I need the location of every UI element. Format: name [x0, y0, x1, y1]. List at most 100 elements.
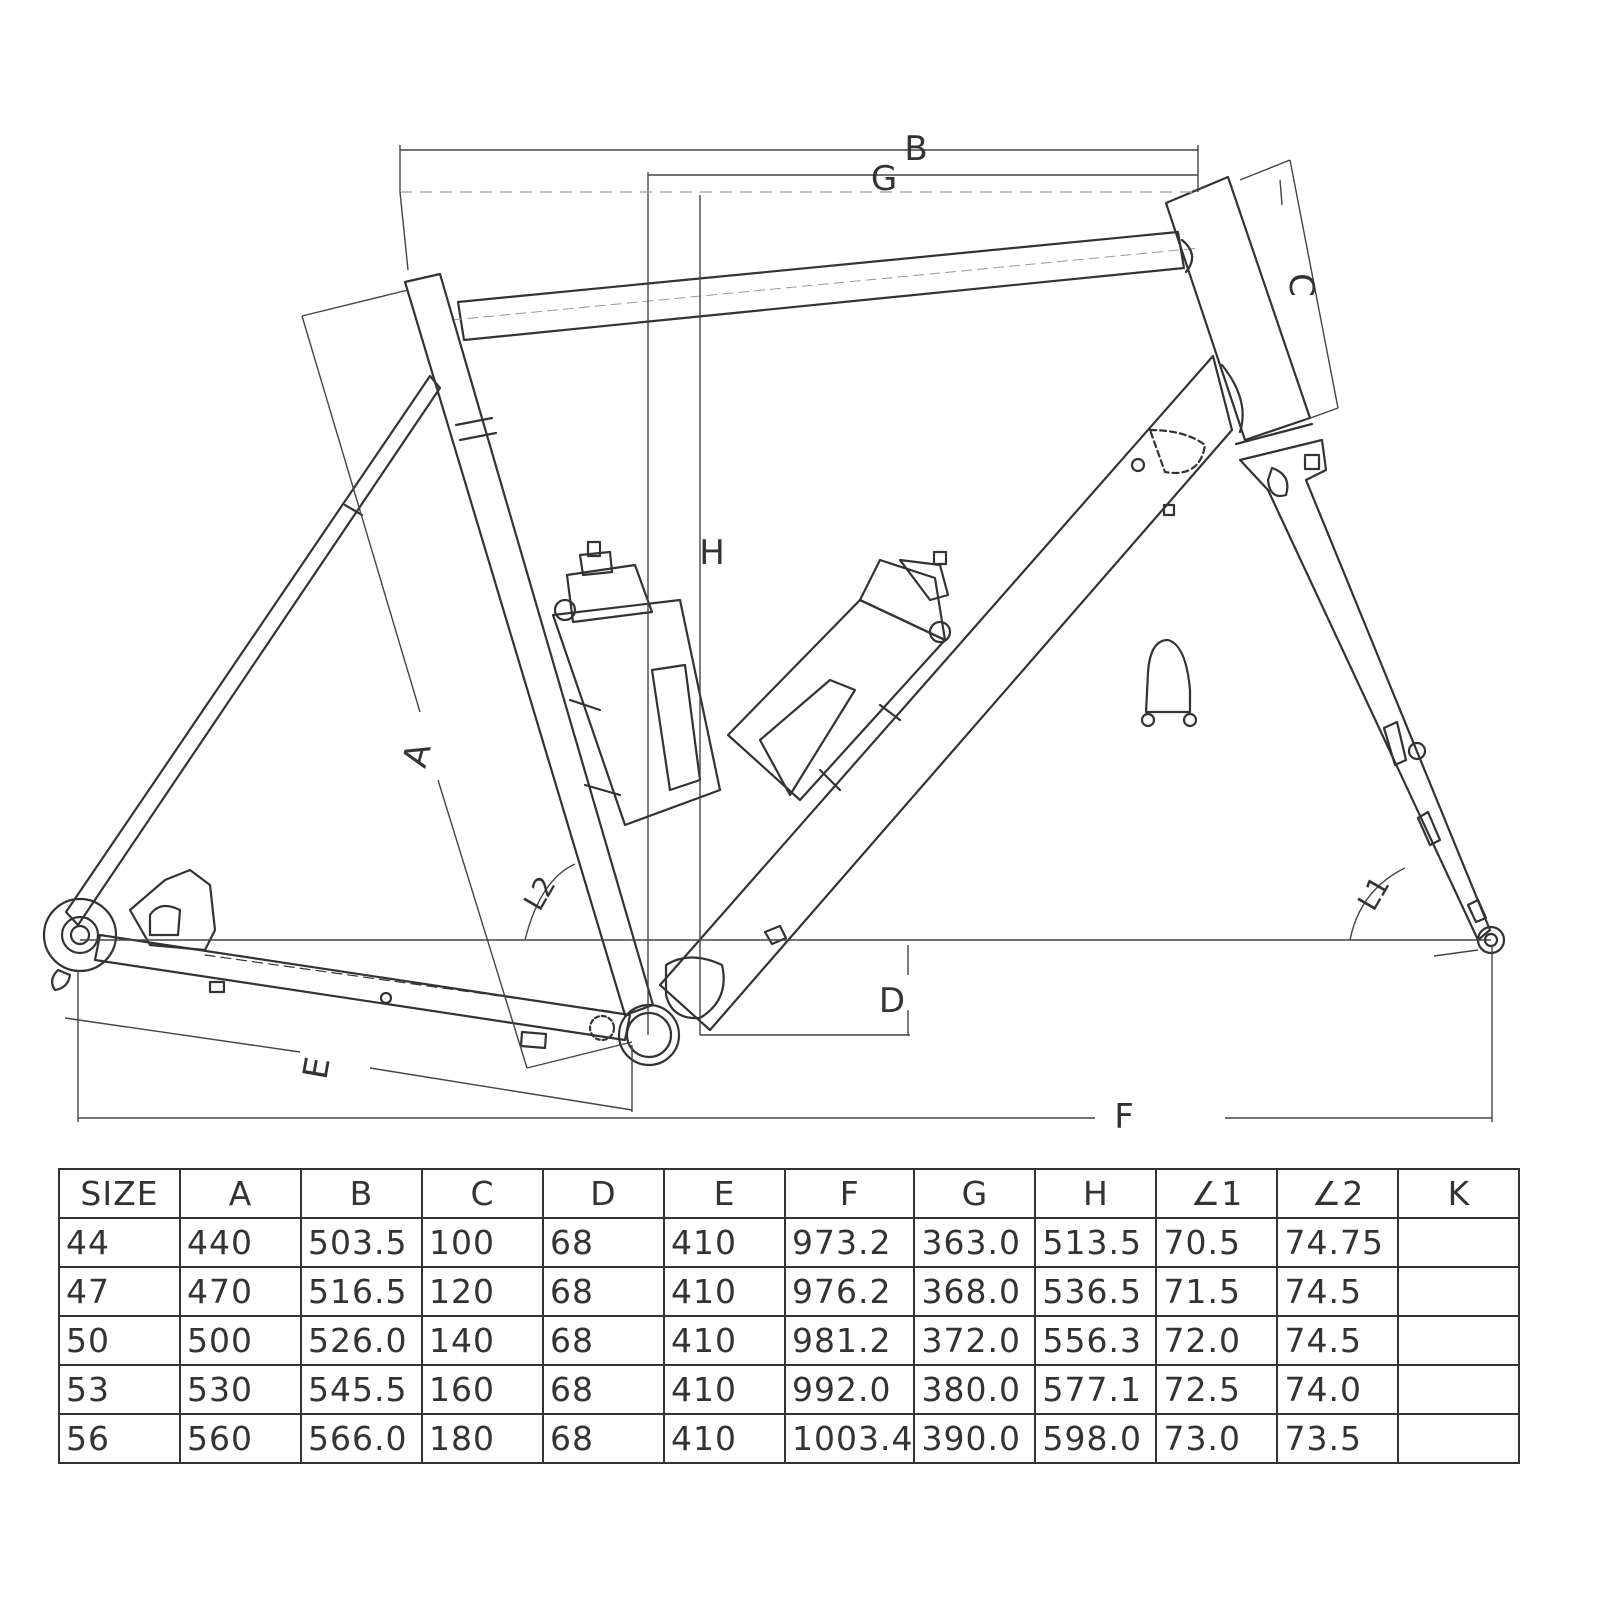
table-header-cell: SIZE: [58, 1168, 181, 1219]
table-cell: 410: [663, 1217, 786, 1268]
frame-geometry-drawing: B G H D F C A E L2 L1: [42, 129, 1506, 1137]
table-cell: 500: [179, 1315, 302, 1366]
table-header-cell: D: [542, 1168, 665, 1219]
table-cell: 503.5: [300, 1217, 423, 1268]
table-cell: 973.2: [783, 1217, 916, 1268]
table-cell: 368.0: [913, 1266, 1037, 1317]
table-cell: 71.5: [1155, 1266, 1279, 1317]
fork: [1238, 438, 1492, 942]
table-cell: 976.2: [783, 1266, 916, 1317]
table-header-cell: B: [300, 1168, 423, 1219]
size-cell: 53: [58, 1364, 181, 1415]
seat-stay: [64, 374, 442, 927]
table-cell: 992.0: [783, 1364, 916, 1415]
table-header-cell: C: [421, 1168, 544, 1219]
bottle-cage-down-tube: [726, 550, 952, 802]
table-cell: 68: [542, 1413, 665, 1464]
table-cell: 1003.4: [783, 1413, 916, 1464]
table-cell: 536.5: [1034, 1266, 1158, 1317]
table-header-cell: G: [913, 1168, 1037, 1219]
table-header-cell: H: [1034, 1168, 1158, 1219]
table-cell: 100: [421, 1217, 544, 1268]
table-cell: 410: [663, 1315, 786, 1366]
bottom-bracket: [617, 1003, 681, 1067]
table-cell: 545.5: [300, 1364, 423, 1415]
size-cell: 56: [58, 1413, 181, 1464]
size-cell: 44: [58, 1217, 181, 1268]
top-tube: [456, 230, 1186, 342]
table-cell: 74.0: [1276, 1364, 1400, 1415]
table-cell: 140: [421, 1315, 544, 1366]
table-cell: 72.0: [1155, 1315, 1279, 1366]
label-H: H: [699, 533, 725, 573]
table-header-cell: E: [663, 1168, 786, 1219]
table-header-cell: ∠1: [1155, 1168, 1279, 1219]
table-cell: 530: [179, 1364, 302, 1415]
label-A: A: [395, 739, 440, 772]
table-cell: 70.5: [1155, 1217, 1279, 1268]
table-header-cell: A: [179, 1168, 302, 1219]
table-cell: 981.2: [783, 1315, 916, 1366]
table-cell: 68: [542, 1217, 665, 1268]
table-cell: [1397, 1266, 1521, 1317]
rear-dropout: [42, 897, 118, 973]
table-cell: 560: [179, 1413, 302, 1464]
table-cell: 526.0: [300, 1315, 423, 1366]
table-header-cell: K: [1397, 1168, 1521, 1219]
bottle-cage-seat-tube: [551, 540, 722, 827]
table-cell: [1397, 1315, 1521, 1366]
table-cell: 410: [663, 1413, 786, 1464]
table-cell: [1397, 1364, 1521, 1415]
label-C: C: [1281, 273, 1321, 297]
table-cell: 390.0: [913, 1413, 1037, 1464]
head-tube: [1164, 175, 1312, 442]
table-cell: 440: [179, 1217, 302, 1268]
label-B: B: [904, 129, 927, 169]
table-cell: 74.5: [1276, 1266, 1400, 1317]
table-cell: 68: [542, 1364, 665, 1415]
table-cell: 74.75: [1276, 1217, 1400, 1268]
size-cell: 50: [58, 1315, 181, 1366]
table-cell: 577.1: [1034, 1364, 1158, 1415]
label-F: F: [1114, 1097, 1134, 1137]
table-cell: 363.0: [913, 1217, 1037, 1268]
table-cell: 180: [421, 1413, 544, 1464]
table-cell: 73.5: [1276, 1413, 1400, 1464]
table-cell: 72.5: [1155, 1364, 1279, 1415]
label-D: D: [879, 981, 905, 1021]
table-cell: 556.3: [1034, 1315, 1158, 1366]
table-header-cell: F: [783, 1168, 916, 1219]
table-cell: 73.0: [1155, 1413, 1279, 1464]
table-cell: [1397, 1217, 1521, 1268]
table-cell: 516.5: [300, 1266, 423, 1317]
table-cell: 68: [542, 1315, 665, 1366]
table-cell: 160: [421, 1364, 544, 1415]
table-cell: 380.0: [913, 1364, 1037, 1415]
table-header-cell: ∠2: [1276, 1168, 1400, 1219]
table-cell: 566.0: [300, 1413, 423, 1464]
disc-brake-caliper: [128, 868, 217, 952]
table-cell: 410: [663, 1364, 786, 1415]
table-cell: 410: [663, 1266, 786, 1317]
table-cell: [1397, 1413, 1521, 1464]
label-E: E: [296, 1054, 339, 1082]
size-cell: 47: [58, 1266, 181, 1317]
table-cell: 513.5: [1034, 1217, 1158, 1268]
table-cell: 68: [542, 1266, 665, 1317]
table-cell: 120: [421, 1266, 544, 1317]
table-cell: 74.5: [1276, 1315, 1400, 1366]
dimension-labels: B G H D F C A E L2 L1: [296, 129, 1397, 1137]
label-G: G: [871, 159, 897, 199]
table-cell: 470: [179, 1266, 302, 1317]
down-tube: [658, 354, 1234, 1032]
table-cell: 372.0: [913, 1315, 1037, 1366]
table-cell: 598.0: [1034, 1413, 1158, 1464]
chain-stay: [93, 933, 632, 1042]
